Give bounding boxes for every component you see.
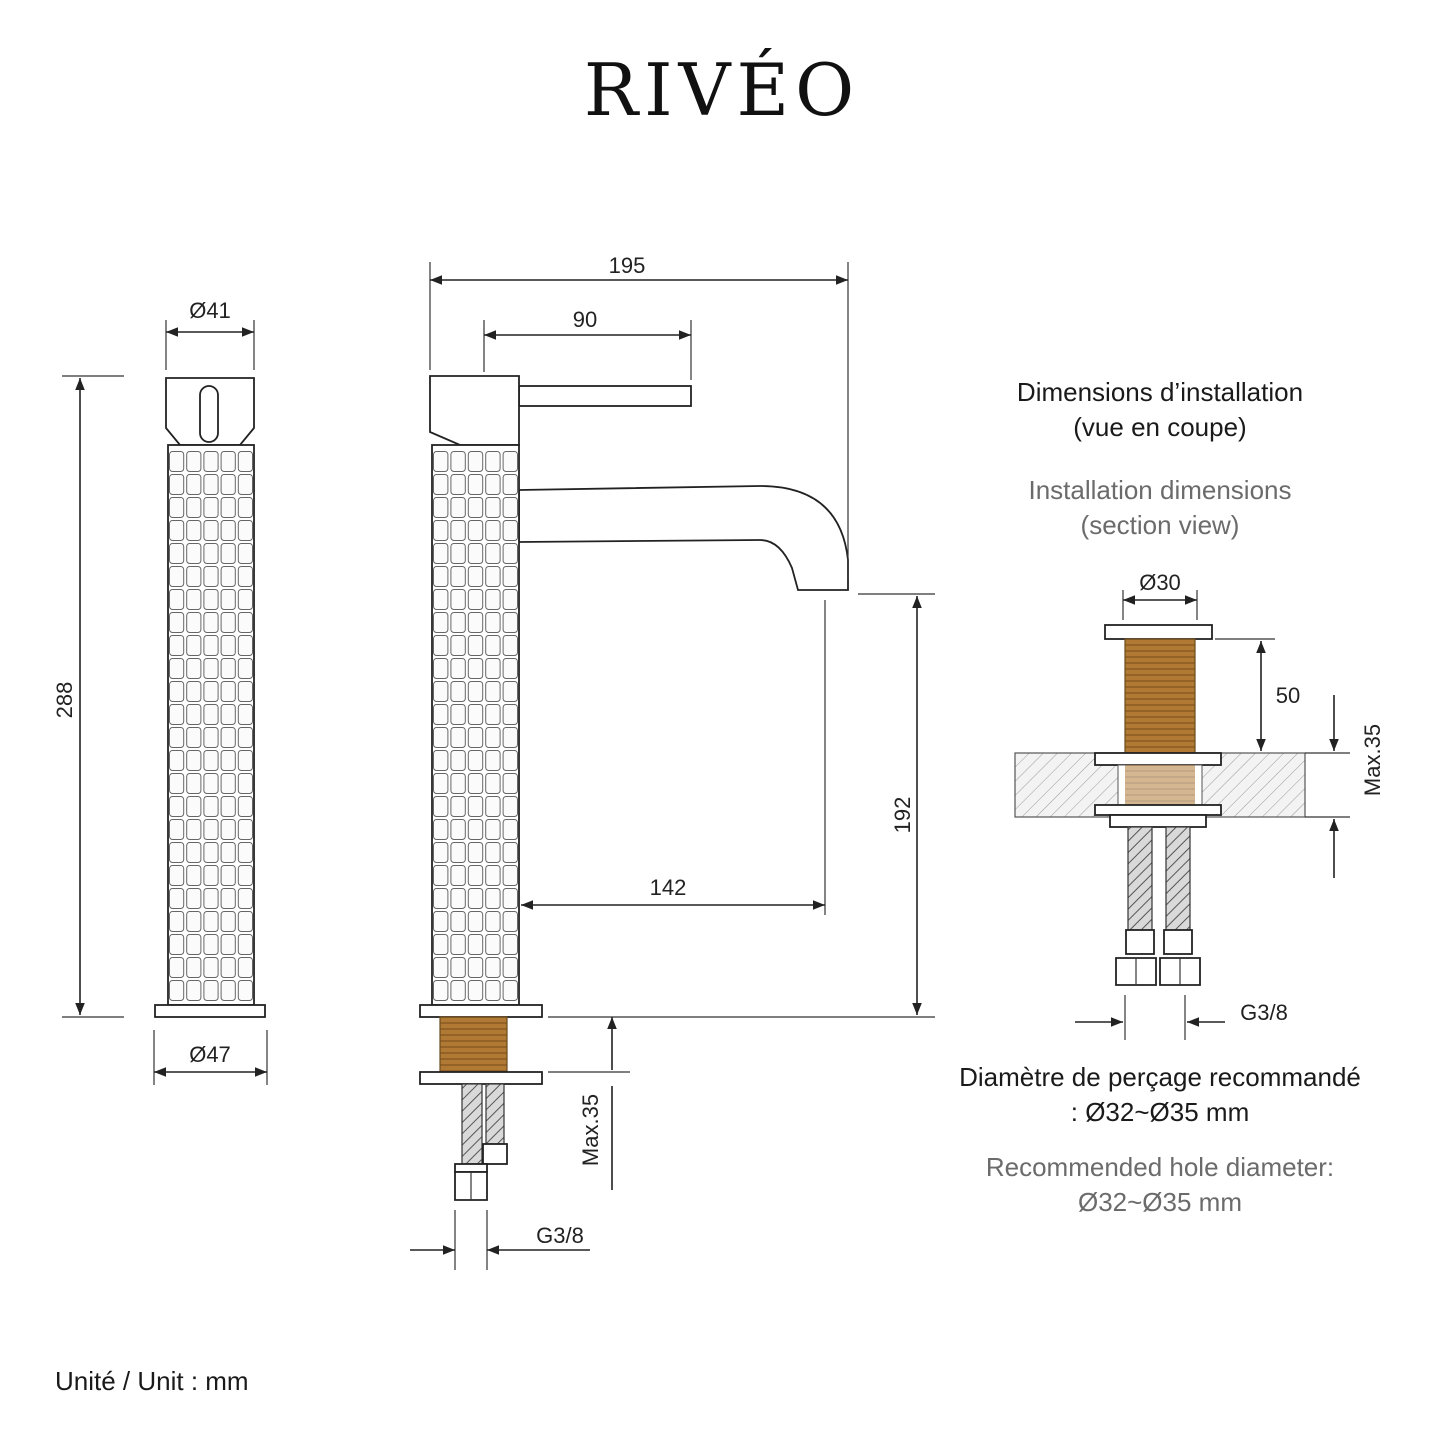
front-tile-pattern (169, 451, 254, 1001)
dim-thread-length: 50 (1276, 683, 1300, 708)
section-thread (1124, 638, 1196, 754)
section-title-fr-2: (vue en coupe) (1073, 412, 1246, 442)
dim-connector-right: G3/8 (1240, 1000, 1288, 1025)
hole-note-fr-1: Diamètre de perçage recommandé (959, 1062, 1361, 1092)
side-head (429, 375, 520, 446)
section-view (1014, 624, 1306, 986)
dim-max-thickness-right: Max.35 (1360, 724, 1385, 796)
section-flange (1104, 624, 1213, 640)
section-mounting-plate (1094, 804, 1222, 816)
handle (518, 385, 692, 407)
dim-handle-length: 90 (573, 307, 597, 332)
side-tile-pattern (433, 451, 519, 1001)
dim-thread-diameter: Ø30 (1139, 570, 1181, 595)
brand-logo: RIVÉO (584, 47, 860, 132)
side-base (419, 1004, 543, 1018)
hole-note-en-2: Ø32~Ø35 mm (1078, 1187, 1242, 1217)
dim-head-diameter: Ø41 (189, 298, 231, 323)
section-title-en-1: Installation dimensions (1028, 475, 1291, 505)
spout (518, 485, 849, 591)
mounting-plate (419, 1071, 543, 1085)
dim-spout-reach: 142 (650, 875, 687, 900)
section-title-fr-1: Dimensions d’installation (1017, 377, 1303, 407)
front-base (154, 1004, 266, 1018)
dim-total-height: 288 (52, 682, 77, 719)
dim-max-thickness-left: Max.35 (578, 1094, 603, 1166)
hole-note-fr-2: : Ø32~Ø35 mm (1071, 1097, 1249, 1127)
dim-connector-left: G3/8 (536, 1223, 584, 1248)
dim-total-length: 195 (609, 253, 646, 278)
dim-base-diameter: Ø47 (189, 1042, 231, 1067)
side-view (419, 375, 849, 1201)
threaded-rod (439, 1016, 508, 1073)
hose-left (461, 1083, 483, 1165)
section-title-en-2: (section view) (1081, 510, 1240, 540)
front-view (154, 377, 266, 1018)
hose-right (485, 1083, 505, 1145)
hose-nut-right (482, 1143, 508, 1165)
lever-icon (199, 385, 219, 443)
dim-spout-height: 192 (890, 797, 915, 834)
hole-note-en-1: Recommended hole diameter: (986, 1152, 1334, 1182)
unit-label: Unité / Unit : mm (55, 1366, 249, 1396)
